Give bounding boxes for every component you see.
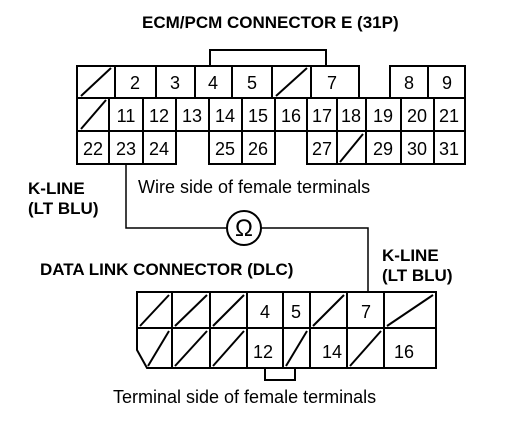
ecm-terminal-2: 2 — [130, 73, 140, 93]
ecm-terminal-21: 21 — [439, 106, 459, 126]
ecm-terminal-19: 19 — [373, 106, 393, 126]
kline-right-line2: (LT BLU) — [382, 266, 453, 285]
ecm-row2-frame — [76, 97, 466, 132]
ecm-terminal-15: 15 — [248, 106, 268, 126]
ecm-terminal-12: 12 — [149, 106, 169, 126]
ecm-terminal-18: 18 — [341, 106, 361, 126]
ecm-connector-title: ECM/PCM CONNECTOR E (31P) — [142, 13, 399, 32]
ecm-terminal-26: 26 — [248, 139, 268, 159]
ecm-terminal-11: 11 — [117, 106, 136, 126]
wire-left — [125, 164, 227, 229]
dlc-title: DATA LINK CONNECTOR (DLC) — [40, 260, 294, 279]
kline-right-line1: K-LINE — [382, 246, 439, 265]
wire-side-label: Wire side of female terminals — [138, 177, 371, 197]
kline-left-line2: (LT BLU) — [28, 199, 99, 218]
ecm-terminal-14: 14 — [215, 106, 235, 126]
ecm-row3-right-frame — [306, 131, 466, 165]
dlc-terminal-12: 12 — [253, 342, 273, 362]
ecm-terminal-9: 9 — [442, 73, 452, 93]
dlc-frame — [136, 291, 437, 369]
kline-left-line1: K-LINE — [28, 179, 85, 198]
ohm-icon: Ω — [235, 215, 253, 242]
dlc-terminal-16: 16 — [394, 342, 414, 362]
ecm-terminal-13: 13 — [182, 106, 202, 126]
dlc-terminal-4: 4 — [260, 302, 270, 322]
ecm-terminal-7: 7 — [327, 73, 337, 93]
ecm-terminal-31: 31 — [439, 139, 459, 159]
ecm-terminal-22: 22 — [83, 139, 103, 159]
ecm-terminal-27: 27 — [312, 139, 332, 159]
terminal-side-label: Terminal side of female terminals — [113, 387, 377, 407]
dlc-terminal-14: 14 — [322, 342, 342, 362]
dlc-terminal-7: 7 — [361, 302, 371, 322]
ecm-terminal-3: 3 — [170, 73, 180, 93]
dlc-terminal-5: 5 — [291, 302, 301, 322]
dlc-key-tab — [264, 368, 296, 381]
ecm-terminal-4: 4 — [208, 73, 218, 93]
ecm-terminal-20: 20 — [407, 106, 427, 126]
ecm-blank-6 — [275, 67, 308, 97]
ecm-terminal-8: 8 — [404, 73, 414, 93]
ecm-terminal-23: 23 — [116, 139, 136, 159]
ecm-terminal-25: 25 — [215, 139, 235, 159]
ecm-terminal-29: 29 — [373, 139, 393, 159]
ecm-terminal-16: 16 — [281, 106, 301, 126]
ecm-terminal-17: 17 — [312, 106, 332, 126]
ecm-blank-28 — [339, 133, 364, 163]
wire-right — [261, 227, 369, 292]
ecm-blank-1 — [80, 67, 112, 97]
ecm-terminal-30: 30 — [407, 139, 427, 159]
ecm-terminal-24: 24 — [149, 139, 169, 159]
ecm-blank-10 — [80, 99, 107, 130]
ecm-latch — [209, 49, 327, 66]
ecm-terminal-5: 5 — [247, 73, 257, 93]
